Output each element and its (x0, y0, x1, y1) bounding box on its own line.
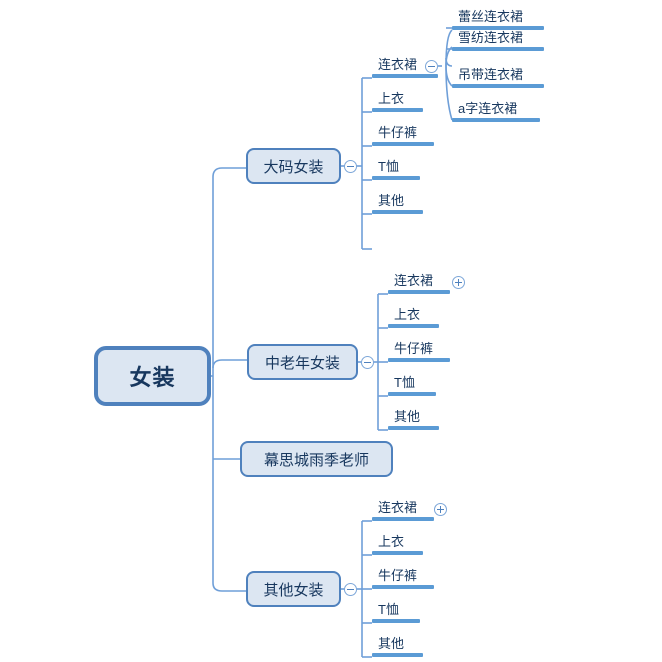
line-node-label: T恤 (378, 602, 399, 617)
line-node-tshirt-dama[interactable]: T恤 (372, 150, 424, 180)
line-node-label: 上衣 (378, 534, 405, 549)
line-node-qita-zhonglaonian[interactable]: 其他 (388, 400, 443, 430)
node-underline (372, 176, 420, 180)
node-underline (388, 392, 436, 396)
line-node-label: 雪纺连衣裙 (458, 30, 524, 45)
branch-node-label: 其他女装 (263, 581, 324, 599)
line-node-label: 连衣裙 (378, 57, 418, 72)
line-node-azi-lianyiqun[interactable]: a字连衣裙 (452, 92, 544, 122)
line-node-label: a字连衣裙 (458, 101, 518, 116)
root-node-label: 女装 (129, 365, 176, 390)
node-underline (452, 26, 544, 30)
line-node-label: 牛仔裤 (394, 341, 434, 356)
line-node-label: T恤 (378, 159, 399, 174)
collapse-icon-zhonglaonian-nvzhuang[interactable] (361, 356, 374, 369)
node-underline (388, 324, 439, 328)
line-node-label: 牛仔裤 (378, 568, 418, 583)
branch-node-musicheng-yuji-laoshi[interactable]: 幕思城雨季老师 (240, 441, 393, 477)
line-node-qita-qita[interactable]: 其他 (372, 627, 427, 657)
line-node-shangyi-dama[interactable]: 上衣 (372, 82, 427, 112)
line-node-qita-dama[interactable]: 其他 (372, 184, 427, 214)
branch-node-label: 中老年女装 (264, 354, 340, 372)
branch-node-dama-nvzhuang[interactable]: 大码女装 (246, 148, 341, 184)
node-underline (372, 551, 423, 555)
line-node-shangyi-zhonglaonian[interactable]: 上衣 (388, 298, 443, 328)
expand-icon-lianyiqun-zhonglaonian[interactable] (452, 276, 465, 289)
collapse-icon-lianyiqun-dama[interactable] (425, 60, 438, 73)
collapse-icon-dama-nvzhuang[interactable] (344, 160, 357, 173)
line-node-diaodai-lianyiqun[interactable]: 吊带连衣裙 (452, 58, 548, 88)
node-underline (372, 74, 438, 78)
node-underline (372, 108, 423, 112)
line-node-lianyiqun-zhonglaonian[interactable]: 连衣裙 (388, 264, 454, 294)
line-node-niuzaiku-zhonglaonian[interactable]: 牛仔裤 (388, 332, 454, 362)
line-node-label: T恤 (394, 375, 415, 390)
collapse-icon-qita-nvzhuang[interactable] (344, 583, 357, 596)
node-underline (372, 210, 423, 214)
line-node-xuefang-lianyiqun[interactable]: 雪纺连衣裙 (452, 21, 548, 51)
node-underline (372, 585, 434, 589)
line-node-lianyiqun-qita[interactable]: 连衣裙 (372, 491, 438, 521)
line-node-tshirt-qita[interactable]: T恤 (372, 593, 424, 623)
line-node-label: 其他 (394, 409, 421, 424)
line-node-tshirt-zhonglaonian[interactable]: T恤 (388, 366, 440, 396)
line-node-leisi-lianyiqun[interactable]: 蕾丝连衣裙 (452, 0, 548, 30)
node-underline (372, 653, 423, 657)
node-underline (372, 142, 434, 146)
line-node-label: 上衣 (378, 91, 405, 106)
expand-icon-lianyiqun-qita[interactable] (434, 503, 447, 516)
line-node-label: 连衣裙 (394, 273, 434, 288)
node-underline (388, 426, 439, 430)
line-node-label: 上衣 (394, 307, 421, 322)
line-node-niuzaiku-qita[interactable]: 牛仔裤 (372, 559, 438, 589)
node-underline (372, 619, 420, 623)
branch-node-zhonglaonian-nvzhuang[interactable]: 中老年女装 (247, 344, 358, 380)
line-node-label: 其他 (378, 193, 405, 208)
line-node-label: 连衣裙 (378, 500, 418, 515)
line-node-label: 吊带连衣裙 (458, 67, 524, 82)
line-node-lianyiqun-dama[interactable]: 连衣裙 (372, 48, 442, 78)
line-node-shangyi-qita[interactable]: 上衣 (372, 525, 427, 555)
line-node-label: 蕾丝连衣裙 (458, 9, 524, 24)
root-node[interactable]: 女装 (94, 346, 211, 406)
line-node-label: 其他 (378, 636, 405, 651)
branch-node-label: 大码女装 (263, 158, 324, 176)
branch-node-label: 幕思城雨季老师 (263, 451, 369, 469)
node-underline (452, 118, 540, 122)
node-underline (452, 47, 544, 51)
node-underline (388, 290, 450, 294)
node-underline (388, 358, 450, 362)
branch-node-qita-nvzhuang[interactable]: 其他女装 (246, 571, 341, 607)
node-underline (372, 517, 434, 521)
line-node-niuzaiku-dama[interactable]: 牛仔裤 (372, 116, 438, 146)
line-node-label: 牛仔裤 (378, 125, 418, 140)
node-underline (452, 84, 544, 88)
